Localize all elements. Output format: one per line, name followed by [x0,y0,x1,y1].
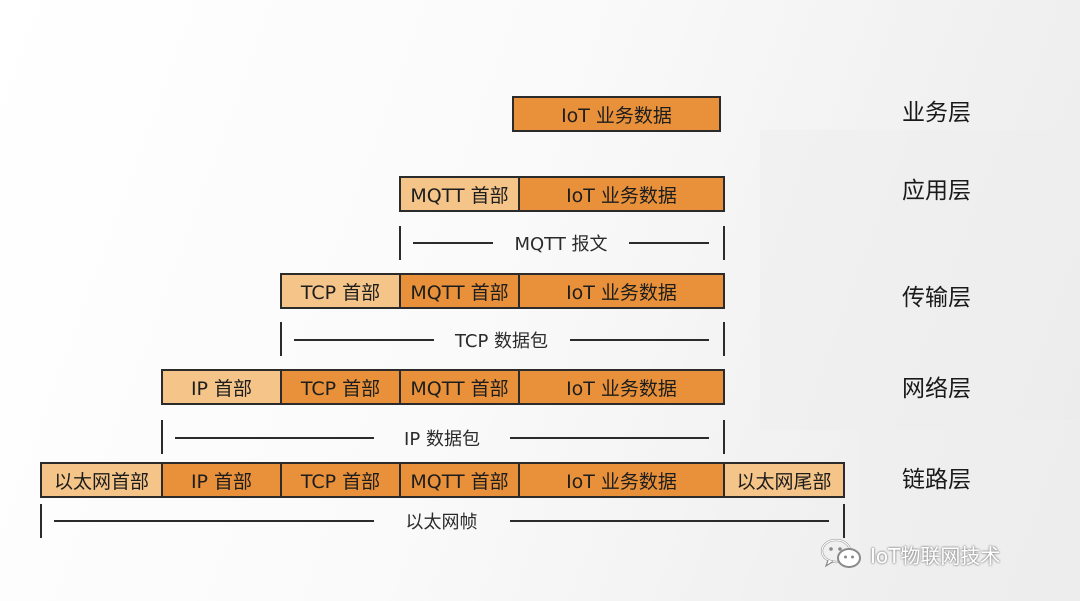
span-label: IP 数据包 [404,429,480,450]
span-tick-right [723,322,725,356]
packet-block: IoT 业务数据 [518,273,725,309]
span-tick-left [399,226,401,260]
layer-label: 传输层 [902,285,971,311]
packet-block: IoT 业务数据 [518,176,725,212]
packet-block: MQTT 首部 [399,273,520,309]
background-decoration [760,130,1080,430]
span-line-left [175,437,374,439]
span-line-right [569,339,709,341]
background-decoration [860,420,1080,601]
span-tick-right [843,504,845,538]
packet-block: MQTT 首部 [399,369,520,405]
packet-block: TCP 首部 [280,273,401,309]
packet-block: IP 首部 [161,462,282,498]
span-line-left [54,520,374,522]
span-label: 以太网帧 [405,512,478,533]
layer-label: 网络层 [902,376,971,402]
packet-block: MQTT 首部 [399,462,520,498]
span-tick-left [280,322,282,356]
watermark: IoT物联网技术 [820,537,1000,571]
span-tick-right [723,420,725,454]
span-tick-left [40,504,42,538]
span-line-left [294,339,434,341]
packet-block: TCP 首部 [280,369,401,405]
watermark-text: IoT物联网技术 [870,543,1001,568]
packet-block: IP 首部 [161,369,282,405]
packet-block: 以太网尾部 [723,462,845,498]
span-line-right [509,520,829,522]
span-label: TCP 数据包 [454,331,549,352]
span-tick-right [723,226,725,260]
packet-block: IoT 业务数据 [512,96,721,132]
layer-label: 应用层 [902,178,971,204]
span-line-left [413,242,493,244]
packet-block: TCP 首部 [280,462,401,498]
layer-label: 链路层 [902,467,971,493]
wechat-icon [820,537,864,571]
packet-block: 以太网首部 [40,462,163,498]
span-line-right [629,242,709,244]
packet-block: IoT 业务数据 [518,462,725,498]
packet-block: IoT 业务数据 [518,369,725,405]
span-line-right [510,437,709,439]
span-label: MQTT 报文 [514,234,608,255]
layer-label: 业务层 [902,100,971,126]
span-tick-left [161,420,163,454]
packet-block: MQTT 首部 [399,176,520,212]
